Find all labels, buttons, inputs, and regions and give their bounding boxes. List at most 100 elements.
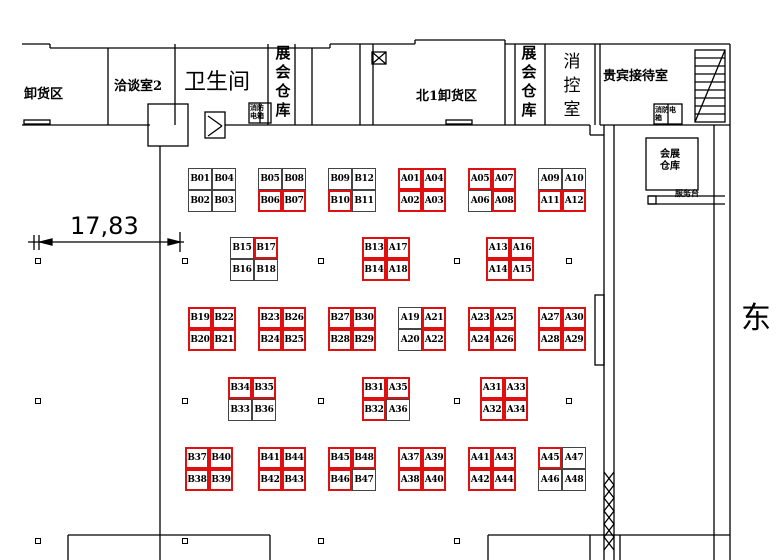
booth-a37[interactable]: A37 [398, 447, 422, 469]
booth-a06[interactable]: A06 [468, 190, 492, 212]
booth-b05[interactable]: B05 [258, 168, 282, 190]
booth-a32[interactable]: A32 [480, 399, 504, 421]
booth-a29[interactable]: A29 [562, 329, 586, 351]
booth-b13[interactable]: B13 [362, 237, 386, 259]
booth-b10[interactable]: B10 [328, 190, 352, 212]
booth-b15[interactable]: B15 [230, 237, 254, 259]
booth-b29[interactable]: B29 [352, 329, 376, 351]
unload-area-west-label: 卸货区 [24, 87, 64, 102]
booth-a04[interactable]: A04 [422, 168, 446, 190]
booth-b44[interactable]: B44 [282, 447, 306, 469]
booth-a01[interactable]: A01 [398, 168, 422, 190]
booth-a46[interactable]: A46 [538, 469, 562, 491]
booth-b17[interactable]: B17 [254, 237, 278, 259]
booth-b21[interactable]: B21 [212, 329, 236, 351]
booth-a13[interactable]: A13 [486, 237, 510, 259]
booth-b32[interactable]: B32 [362, 399, 386, 421]
booth-b40[interactable]: B40 [209, 447, 233, 469]
booth-a47[interactable]: A47 [562, 447, 586, 469]
booth-a05[interactable]: A05 [468, 168, 492, 190]
booth-a19[interactable]: A19 [398, 307, 422, 329]
booth-a28[interactable]: A28 [538, 329, 562, 351]
booth-a44[interactable]: A44 [492, 469, 516, 491]
booth-b33[interactable]: B33 [228, 399, 252, 421]
booth-a38[interactable]: A38 [398, 469, 422, 491]
booth-b31[interactable]: B31 [362, 377, 386, 399]
booth-b04[interactable]: B04 [212, 168, 236, 190]
booth-b30[interactable]: B30 [352, 307, 376, 329]
booth-a02[interactable]: A02 [398, 190, 422, 212]
booth-a36[interactable]: A36 [386, 399, 410, 421]
booth-b11[interactable]: B11 [352, 190, 376, 212]
booth-a24[interactable]: A24 [468, 329, 492, 351]
booth-b34[interactable]: B34 [228, 377, 252, 399]
booth-b46[interactable]: B46 [328, 469, 352, 491]
booth-a48[interactable]: A48 [562, 469, 586, 491]
booth-a33[interactable]: A33 [504, 377, 528, 399]
booth-a42[interactable]: A42 [468, 469, 492, 491]
booth-a08[interactable]: A08 [492, 190, 516, 212]
booth-a25[interactable]: A25 [492, 307, 516, 329]
pillar-marker [35, 258, 41, 264]
booth-b28[interactable]: B28 [328, 329, 352, 351]
booth-b35[interactable]: B35 [252, 377, 276, 399]
booth-b14[interactable]: B14 [362, 259, 386, 281]
booth-a16[interactable]: A16 [510, 237, 534, 259]
booth-b47[interactable]: B47 [352, 469, 376, 491]
booth-b25[interactable]: B25 [282, 329, 306, 351]
booth-b39[interactable]: B39 [209, 469, 233, 491]
booth-b02[interactable]: B02 [188, 190, 212, 212]
booth-a39[interactable]: A39 [422, 447, 446, 469]
booth-a43[interactable]: A43 [492, 447, 516, 469]
booth-b12[interactable]: B12 [352, 168, 376, 190]
booth-b18[interactable]: B18 [254, 259, 278, 281]
booth-b36[interactable]: B36 [252, 399, 276, 421]
booth-a20[interactable]: A20 [398, 329, 422, 351]
pillar-marker [35, 398, 41, 404]
booth-b37[interactable]: B37 [185, 447, 209, 469]
booth-b08[interactable]: B08 [282, 168, 306, 190]
booth-a27[interactable]: A27 [538, 307, 562, 329]
booth-a22[interactable]: A22 [422, 329, 446, 351]
booth-a31[interactable]: A31 [480, 377, 504, 399]
booth-b01[interactable]: B01 [188, 168, 212, 190]
booth-b19[interactable]: B19 [188, 307, 212, 329]
booth-a07[interactable]: A07 [492, 168, 516, 190]
booth-b20[interactable]: B20 [188, 329, 212, 351]
booth-b06[interactable]: B06 [258, 190, 282, 212]
booth-b03[interactable]: B03 [212, 190, 236, 212]
booth-b23[interactable]: B23 [258, 307, 282, 329]
booth-a21[interactable]: A21 [422, 307, 446, 329]
booth-a12[interactable]: A12 [562, 190, 586, 212]
pillar-marker [182, 398, 188, 404]
booth-b07[interactable]: B07 [282, 190, 306, 212]
booth-a35[interactable]: A35 [386, 377, 410, 399]
booth-a26[interactable]: A26 [492, 329, 516, 351]
booth-a18[interactable]: A18 [386, 259, 410, 281]
booth-a11[interactable]: A11 [538, 190, 562, 212]
booth-a23[interactable]: A23 [468, 307, 492, 329]
booth-a30[interactable]: A30 [562, 307, 586, 329]
booth-b48[interactable]: B48 [352, 447, 376, 469]
booth-b26[interactable]: B26 [282, 307, 306, 329]
booth-a17[interactable]: A17 [386, 237, 410, 259]
booth-b16[interactable]: B16 [230, 259, 254, 281]
booth-b24[interactable]: B24 [258, 329, 282, 351]
booth-b27[interactable]: B27 [328, 307, 352, 329]
booth-a40[interactable]: A40 [422, 469, 446, 491]
booth-a45[interactable]: A45 [538, 447, 562, 469]
booth-b22[interactable]: B22 [212, 307, 236, 329]
booth-a09[interactable]: A09 [538, 168, 562, 190]
booth-b41[interactable]: B41 [258, 447, 282, 469]
booth-a10[interactable]: A10 [562, 168, 586, 190]
booth-a03[interactable]: A03 [422, 190, 446, 212]
booth-b42[interactable]: B42 [258, 469, 282, 491]
booth-b45[interactable]: B45 [328, 447, 352, 469]
booth-b09[interactable]: B09 [328, 168, 352, 190]
booth-b38[interactable]: B38 [185, 469, 209, 491]
booth-a34[interactable]: A34 [504, 399, 528, 421]
booth-a15[interactable]: A15 [510, 259, 534, 281]
booth-b43[interactable]: B43 [282, 469, 306, 491]
booth-a41[interactable]: A41 [468, 447, 492, 469]
booth-a14[interactable]: A14 [486, 259, 510, 281]
